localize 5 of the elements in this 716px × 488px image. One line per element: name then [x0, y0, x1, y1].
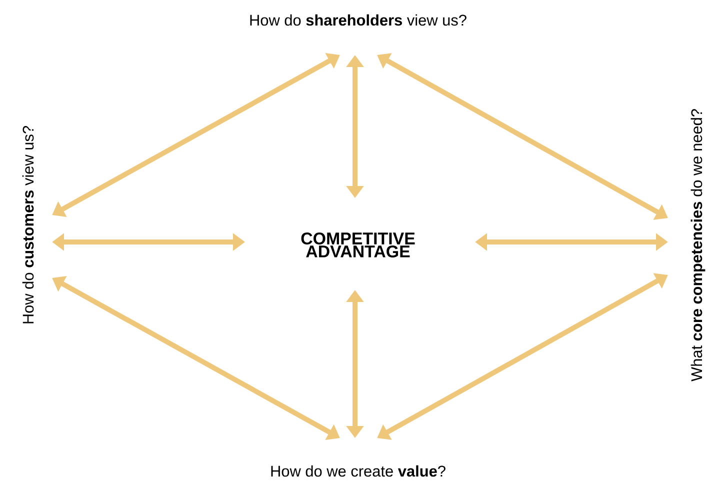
question-text: How do we create value? [271, 465, 446, 477]
question-text: What core competencies do we need? [690, 109, 706, 382]
question-text: How do shareholders view us? [250, 14, 466, 26]
question-text: How do customers view us? [22, 126, 34, 324]
heading-text: COMPETITIVE ADVANTAGE [301, 232, 415, 258]
